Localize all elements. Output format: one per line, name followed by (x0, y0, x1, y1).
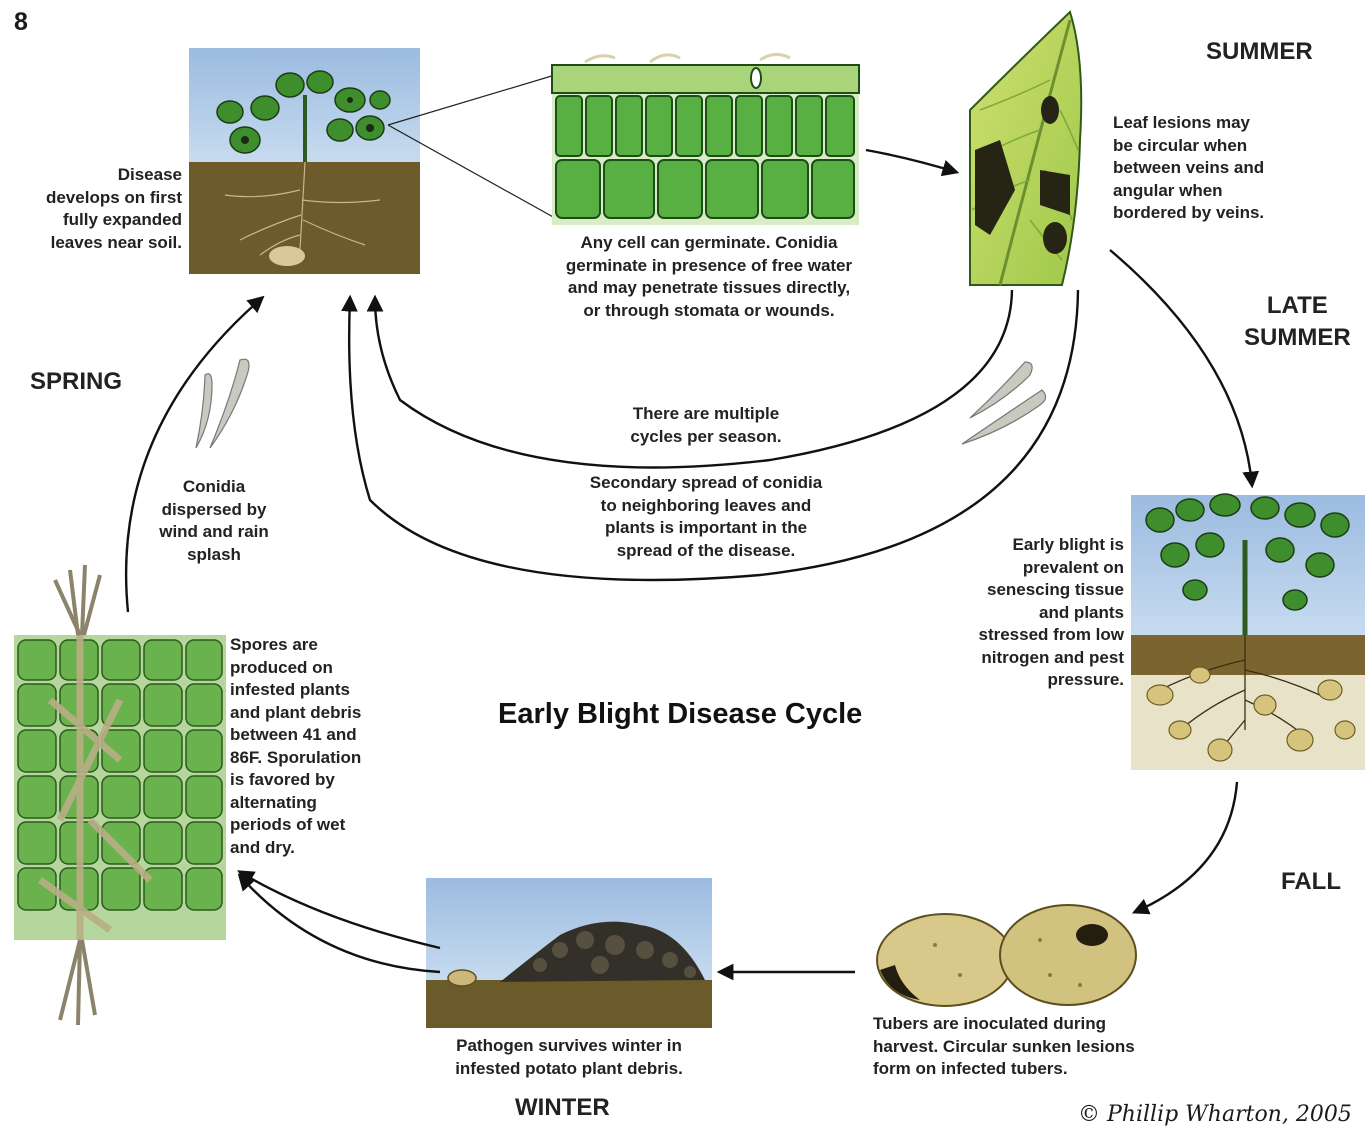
season-summer: SUMMER (1206, 36, 1313, 68)
mature-plant-image (1131, 494, 1365, 770)
caption-disease-develops: Disease develops on first fully expanded… (16, 164, 182, 254)
caption-multiple-cycles: There are multiple cycles per season. (598, 403, 814, 448)
arrow-to-late-summer (1110, 250, 1252, 485)
caption-conidia-dispersed: Conidia dispersed by wind and rain splas… (140, 476, 288, 566)
figure-number: 8 (14, 8, 28, 37)
leaf-cells-image (552, 54, 859, 225)
season-winter: WINTER (515, 1092, 610, 1124)
young-plant-image (189, 48, 420, 274)
arrow-to-fall (1135, 782, 1237, 912)
caption-pathogen-survives: Pathogen survives winter in infested pot… (424, 1035, 714, 1080)
caption-tubers-inoculated: Tubers are inoculated during harvest. Ci… (873, 1013, 1193, 1081)
tubers-image (877, 905, 1136, 1006)
caption-germinate: Any cell can germinate. Conidia germinat… (534, 232, 884, 322)
caption-leaf-lesions: Leaf lesions may be circular when betwee… (1113, 112, 1313, 225)
caption-early-blight-prevalent: Early blight is prevalent on senescing t… (940, 534, 1124, 692)
arrow-to-spores-1 (240, 872, 440, 948)
diagram-title: Early Blight Disease Cycle (498, 698, 862, 731)
lesion-leaf-image (970, 12, 1081, 285)
caption-spores-produced: Spores are produced on infested plants a… (230, 634, 400, 859)
arrow-to-summer (866, 150, 956, 172)
copyright-credit: © Phillip Wharton, 2005 (1078, 1102, 1352, 1127)
plant-debris-image (426, 878, 712, 1028)
season-fall: FALL (1281, 866, 1341, 898)
sporulating-tissue-image (14, 565, 226, 1025)
caption-secondary-spread: Secondary spread of conidia to neighbori… (556, 472, 856, 562)
season-spring: SPRING (30, 366, 122, 398)
season-late-summer: LATE SUMMER (1244, 290, 1351, 354)
